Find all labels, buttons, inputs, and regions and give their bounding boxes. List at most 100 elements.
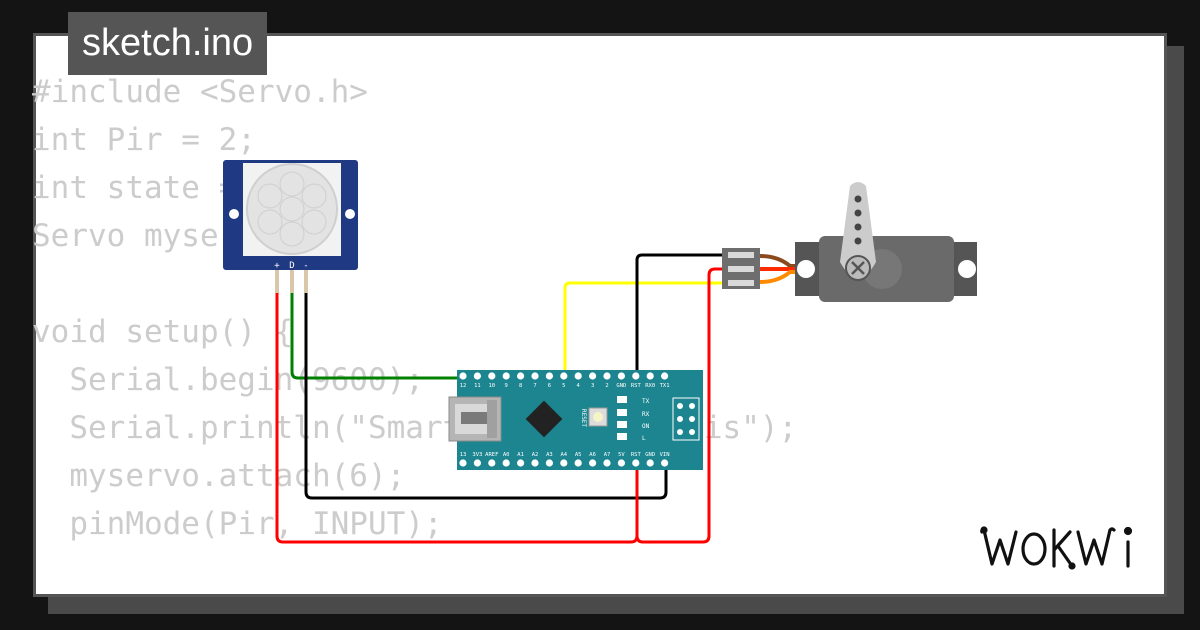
header-pin-label: 6 (548, 383, 551, 389)
horn-hole (854, 223, 862, 231)
header-pin-label: 2 (605, 383, 608, 389)
code-line: pinMode(Pir, INPUT); (32, 506, 443, 542)
header-pin[interactable] (632, 372, 640, 380)
wire-pir-gnd[interactable] (304, 290, 668, 500)
header-pin[interactable] (531, 372, 539, 380)
header-pin[interactable] (517, 372, 525, 380)
header-pin-label: 3V3 (472, 452, 482, 458)
header-pin-label: 5 (562, 383, 565, 389)
header-pin-label: 7 (533, 383, 536, 389)
led-l (617, 433, 627, 440)
code-line: Serial.begin(9600); (32, 362, 424, 398)
led-label: RX (642, 411, 650, 418)
header-pin[interactable] (488, 459, 496, 467)
header-pin-label: RST (631, 383, 642, 389)
header-pin[interactable] (589, 459, 597, 467)
microcontroller-chip (525, 400, 563, 438)
preview-card (33, 33, 1167, 597)
header-pin[interactable] (632, 459, 640, 467)
header-pin[interactable] (603, 372, 611, 380)
header-pin-label: GND (616, 383, 626, 389)
led-label: L (642, 435, 646, 442)
led-rx (617, 409, 627, 416)
header-pin[interactable] (661, 459, 669, 467)
pir-sensor[interactable]: + D - (223, 160, 358, 293)
header-pin[interactable] (646, 459, 654, 467)
connector-pin (728, 280, 754, 286)
header-pin[interactable] (531, 459, 539, 467)
wire-pir-signal[interactable] (290, 290, 540, 380)
header-pin[interactable] (502, 459, 510, 467)
file-tab[interactable]: sketch.ino (68, 12, 268, 75)
header-pin[interactable] (617, 459, 626, 467)
code-line: myservo.attach(6); (32, 458, 406, 494)
wokwi-logo (978, 522, 1150, 574)
wire-servo-vcc[interactable] (635, 267, 730, 544)
pir-pin-label: D (289, 261, 294, 271)
header-pin-label: TX1 (660, 383, 670, 389)
header-pin[interactable] (545, 459, 554, 467)
header-pin[interactable] (589, 372, 597, 380)
usb-connector (448, 396, 502, 442)
servo-motor[interactable] (722, 182, 977, 302)
icsp-header (672, 397, 700, 441)
header-pin[interactable] (661, 372, 669, 380)
pir-dome (246, 163, 338, 255)
connector-pin (728, 252, 754, 258)
header-pin-label: 10 (488, 383, 495, 389)
wires (275, 253, 730, 544)
header-pin-label: 13 (460, 452, 467, 458)
led-on (617, 421, 627, 428)
reset-label: RESET (580, 409, 587, 427)
reset-button-cap[interactable] (593, 412, 603, 422)
status-leds: TX RX ON L (617, 396, 650, 442)
header-pin[interactable] (473, 372, 481, 380)
header-pin[interactable] (545, 372, 554, 380)
code-line: int Pir = 2; (32, 122, 256, 158)
header-pin-label: RX0 (645, 383, 655, 389)
header-pin-label: 4 (577, 383, 581, 389)
header-pin[interactable] (603, 459, 611, 467)
header-pin[interactable] (459, 459, 467, 467)
led-tx (617, 396, 627, 403)
header-pin[interactable] (488, 372, 496, 380)
screw-slot-icon (851, 261, 865, 275)
code-background: #include <Servo.h>int Pir = 2;int state … (32, 68, 797, 548)
header-pin-label: 3 (591, 383, 594, 389)
header-pin-label: AREF (485, 452, 498, 458)
header-pin-label: A0 (503, 452, 510, 458)
horn-hole (854, 209, 862, 217)
code-line: void setup() { (32, 314, 294, 350)
wire-servo-gnd[interactable] (635, 253, 730, 378)
wokwi-logo-icon (980, 526, 1133, 570)
header-pin[interactable] (617, 372, 626, 380)
header-pin-label: A1 (517, 452, 524, 458)
header-pin[interactable] (574, 459, 582, 467)
header-pin[interactable] (560, 372, 568, 380)
pir-pin-label: - (303, 261, 308, 271)
header-pin-label: 8 (519, 383, 522, 389)
pir-mount-hole (345, 209, 355, 219)
header-pin[interactable] (574, 372, 582, 380)
header-pin-label: 5V (618, 452, 625, 458)
header-pin[interactable] (517, 459, 525, 467)
header-pin[interactable] (560, 459, 568, 467)
header-pin-label: GND (645, 452, 655, 458)
header-pin[interactable] (473, 459, 481, 467)
header-pin-label: A2 (532, 452, 539, 458)
header-pin-label: A6 (589, 452, 596, 458)
pir-pin-label: + (274, 261, 280, 271)
header-pin[interactable] (459, 372, 467, 380)
pir-mount-hole (229, 209, 239, 219)
header-pin[interactable] (646, 372, 654, 380)
header-pin-label: A5 (575, 452, 582, 458)
wire-servo-signal[interactable] (563, 281, 730, 378)
servo-mount-hole (797, 260, 815, 278)
header-pin-label: A3 (546, 452, 553, 458)
header-pin-label: VIN (660, 452, 670, 458)
header-pin[interactable] (502, 372, 510, 380)
